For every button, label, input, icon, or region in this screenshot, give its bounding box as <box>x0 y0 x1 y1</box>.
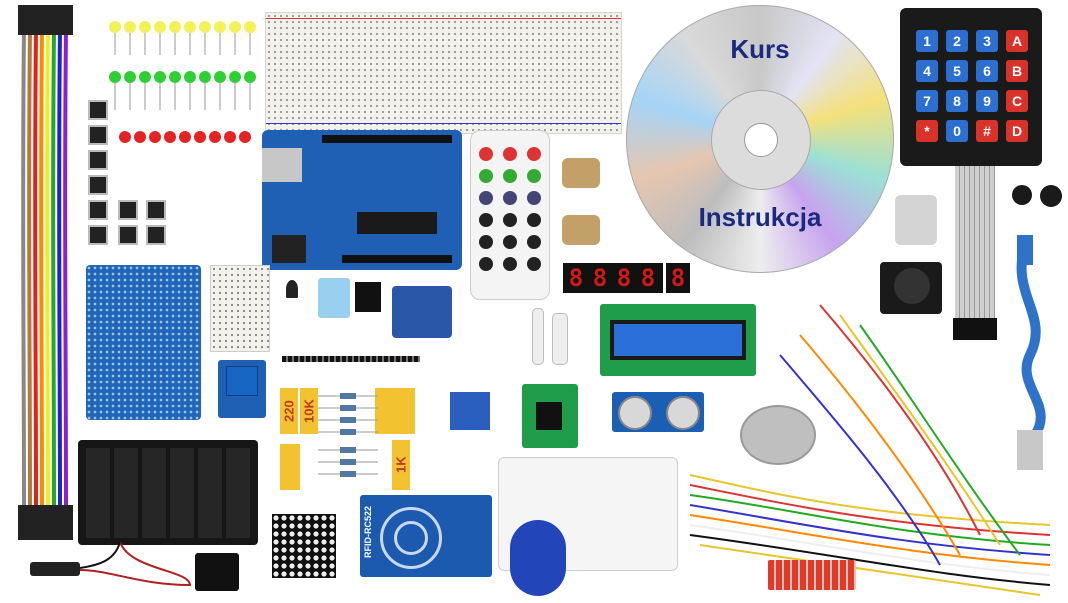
resistor-pack-left <box>280 444 300 490</box>
breadboard-large <box>265 12 622 134</box>
resistor-pack-strip <box>375 388 415 434</box>
servo-horns <box>522 308 582 370</box>
led-rows <box>109 21 256 143</box>
gyro-module <box>450 392 490 430</box>
cd-disc <box>626 5 894 273</box>
buzzer-small <box>1012 185 1032 205</box>
digit-2: 8 <box>589 263 611 293</box>
jumper-wires <box>689 304 1051 596</box>
photoresistor <box>286 280 298 298</box>
push-buttons <box>88 100 168 250</box>
buzzer <box>1040 185 1062 207</box>
resistors <box>318 393 378 477</box>
key-d: D <box>1006 120 1028 142</box>
key-a: A <box>1006 30 1028 52</box>
resistor-pack-1k: 1K <box>392 440 410 490</box>
rfid-label: RFID-RC522 <box>363 505 374 559</box>
ir-receiver <box>355 282 381 312</box>
key-6: 6 <box>976 60 998 82</box>
key-8: 8 <box>946 90 968 112</box>
ir-sensor-module <box>195 553 239 591</box>
four-digit-display: 8 8 8 8 <box>563 263 663 293</box>
lcd-1602 <box>600 304 756 376</box>
key-4: 4 <box>916 60 938 82</box>
jumper-ribbon-cable <box>18 5 73 540</box>
arduino-board <box>262 130 462 270</box>
power-cable <box>30 541 192 587</box>
stepper-driver-board <box>522 384 578 448</box>
key-1: 1 <box>916 30 938 52</box>
potentiometer-2 <box>562 215 600 245</box>
key-0: 0 <box>946 120 968 142</box>
digit-1: 8 <box>565 263 587 293</box>
dc-motor <box>895 195 937 245</box>
battery-holder <box>78 440 258 545</box>
keypad-ribbon <box>955 166 995 336</box>
digit-3: 8 <box>613 263 635 293</box>
key-c: C <box>1006 90 1028 112</box>
usb-cable <box>1016 235 1046 470</box>
key-star: * <box>916 120 938 142</box>
key-7: 7 <box>916 90 938 112</box>
key-9: 9 <box>976 90 998 112</box>
ultrasonic-sensor <box>612 392 704 432</box>
header-pins <box>282 356 420 362</box>
single-digit-display: 8 <box>666 263 690 293</box>
ir-remote <box>470 130 550 300</box>
digit-4: 8 <box>637 263 659 293</box>
servo-motor <box>392 286 452 338</box>
water-level-sensor <box>768 560 856 590</box>
key-3: 3 <box>976 30 998 52</box>
prototype-shield <box>86 265 201 420</box>
cd-subtitle: Instrukcja <box>698 202 822 232</box>
dht-sensor <box>318 278 350 318</box>
key-hash: # <box>976 120 998 142</box>
rfid-keyfob <box>510 520 566 596</box>
potentiometer-1 <box>562 158 600 188</box>
cd-title: Kurs <box>730 34 790 64</box>
relay-module <box>218 360 266 418</box>
resistor-pack-220: 220 <box>280 388 298 434</box>
rfid-module: RFID-RC522 <box>360 495 492 577</box>
rfid-card <box>498 457 678 571</box>
stepper-motor <box>740 405 816 465</box>
joystick-module <box>880 262 942 314</box>
key-5: 5 <box>946 60 968 82</box>
mini-breadboard <box>210 265 270 352</box>
key-2: 2 <box>946 30 968 52</box>
key-b: B <box>1006 60 1028 82</box>
resistor-pack-10k: 10K <box>300 388 318 434</box>
led-matrix <box>272 514 336 578</box>
